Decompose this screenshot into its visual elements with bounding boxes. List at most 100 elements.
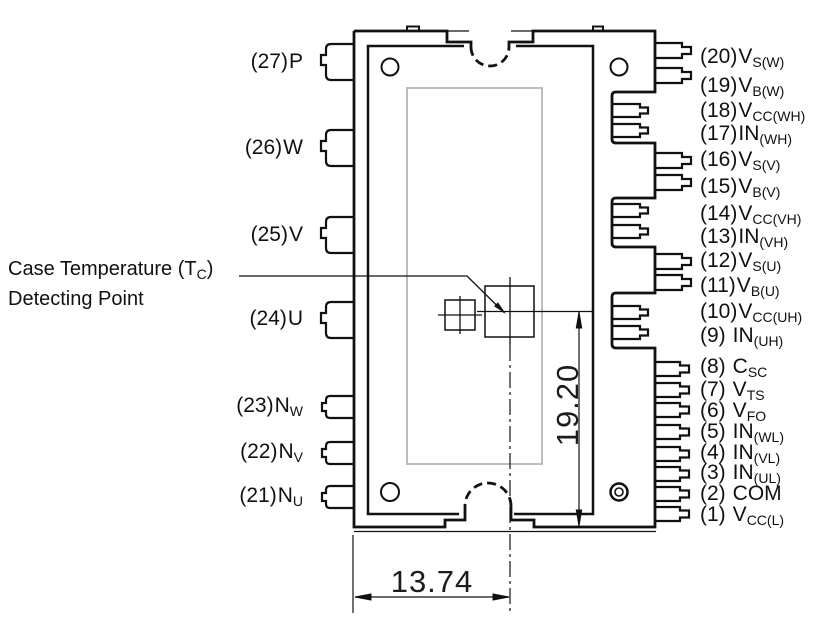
pin-label-19: (19)VB(W) — [700, 75, 785, 100]
pin-label-13: (13)IN(VH) — [700, 225, 789, 251]
dim-v-arrow-bottom — [575, 509, 583, 527]
pin-name: V — [732, 399, 747, 422]
pin-lead-1 — [655, 505, 691, 523]
pin-name: N — [274, 394, 290, 417]
pin-name: IN — [738, 225, 760, 248]
pin-lead-20 — [655, 41, 693, 60]
pin-lead-10 — [612, 304, 650, 321]
top-edge-bumps — [406, 25, 604, 31]
detect-point-crosshairs — [438, 277, 548, 345]
pin-name-subscript: CC(L) — [746, 512, 785, 528]
pin-label-10: (10)VCC(UH) — [700, 300, 802, 326]
dimension-horizontal-lines — [352, 535, 510, 613]
pin-name: V — [732, 378, 747, 401]
pin-name-subscript: S(V) — [752, 157, 781, 173]
top-notch-arc — [469, 46, 511, 68]
pin-name-subscript: (WH) — [759, 131, 793, 147]
pin-name-subscript: (VL) — [753, 450, 781, 466]
dim-h-arrow-left — [354, 593, 372, 601]
pin-lead-11 — [655, 273, 693, 292]
pin-label-23: (23)NW — [0, 394, 303, 420]
pin-label-4: (4) IN(VL) — [700, 441, 781, 467]
pin-name-subscript: V — [293, 449, 303, 465]
pin-lead-18 — [612, 102, 650, 119]
pin-label-14: (14)VCC(VH) — [700, 202, 801, 228]
pin-number: (27) — [250, 50, 288, 73]
case-temp-callout-line1: Case Temperature (TC) — [8, 258, 214, 282]
pin-number: (26) — [244, 136, 283, 159]
pin-name: V — [738, 175, 753, 198]
pin-name-subscript: TS — [746, 387, 765, 403]
pin-name: V — [738, 99, 753, 122]
pin-number: (11) — [700, 274, 736, 297]
pin-lead-7 — [655, 381, 691, 399]
pin-number: (6) — [700, 399, 726, 422]
callout-leader — [239, 275, 506, 314]
pin-lead-23 — [320, 394, 354, 420]
pin-name-subscript: CC(WH) — [752, 108, 806, 124]
pin-name: P — [288, 50, 303, 73]
pin-number: (13) — [700, 225, 738, 248]
package-body-outline — [352, 29, 657, 529]
dimension-vertical-lines — [547, 310, 593, 527]
pin-label-2: (2)COM — [700, 483, 782, 506]
pin-name-subscript: FO — [746, 408, 767, 424]
detect-point-marks — [438, 277, 548, 345]
pin-name: C — [732, 355, 748, 378]
pin-number: (4) — [700, 441, 726, 464]
pin-name: W — [283, 136, 303, 159]
pin-lead-24 — [319, 300, 354, 340]
pin-lead-17 — [612, 122, 650, 139]
pin-name: V — [738, 202, 753, 225]
pin-name-subscript: B(W) — [752, 83, 785, 99]
pin-lead-8 — [655, 360, 691, 378]
pin-number: (22) — [240, 440, 278, 463]
pin-name: IN — [732, 324, 754, 347]
pin-number: (10) — [700, 300, 738, 323]
pin-name: IN — [732, 441, 754, 464]
dim-h-arrow-right — [492, 593, 510, 601]
mounting-hole-bottom-right — [609, 482, 629, 502]
leader-arrowhead — [494, 302, 506, 314]
pin-name-subscript: (VH) — [759, 234, 789, 250]
pin-number: (21) — [239, 484, 277, 507]
pin-name-subscript: SC — [747, 364, 768, 380]
pin-lead-16 — [655, 151, 693, 170]
pin-label-6: (6) VFO — [700, 399, 767, 425]
pin-label-26: (26)W — [0, 137, 303, 160]
case-temp-callout: Case Temperature (TC) Detecting Point — [8, 255, 213, 314]
pin-number: (3) — [700, 461, 726, 484]
bottom-notch-arc — [463, 481, 513, 507]
pin-name: IN — [732, 420, 754, 443]
pin-label-8: (8)CSC — [700, 355, 768, 381]
pin-number: (5) — [700, 420, 726, 443]
pin-number: (1) — [700, 503, 726, 526]
pin-label-3: (3) IN(UL) — [700, 461, 781, 487]
mounting-hole-top-right — [609, 57, 629, 77]
pin-label-20: (20)VS(W) — [700, 45, 784, 71]
dimension-vertical-value: 19.20 — [550, 363, 585, 447]
dimension-horizontal-value: 13.74 — [390, 564, 474, 599]
pin-label-22: (22)NV — [0, 440, 303, 466]
pin-name: N — [278, 440, 294, 463]
pin-number: (20) — [700, 45, 738, 68]
pin-name-subscript: (UL) — [753, 470, 781, 486]
pin-name-subscript: (UH) — [753, 333, 784, 349]
pin-name-subscript: (WL) — [753, 429, 784, 445]
pin-name: V — [738, 148, 753, 171]
pin-name: COM — [732, 482, 782, 505]
pin-lead-12 — [655, 252, 693, 271]
pin-lead-15 — [655, 173, 693, 192]
pin-name-subscript: B(V) — [752, 184, 781, 200]
pin-lead-27 — [319, 42, 354, 82]
pin-name-subscript: B(U) — [750, 283, 780, 299]
pin-label-11: (11)VB(U) — [700, 274, 780, 300]
pin-lead-4 — [655, 445, 691, 463]
pin-name: IN — [738, 122, 760, 145]
pin-label-15: (15)VB(V) — [700, 175, 781, 201]
pin-lead-2 — [655, 485, 691, 503]
pin-name: N — [277, 484, 293, 507]
pin-name: IN — [732, 461, 754, 484]
